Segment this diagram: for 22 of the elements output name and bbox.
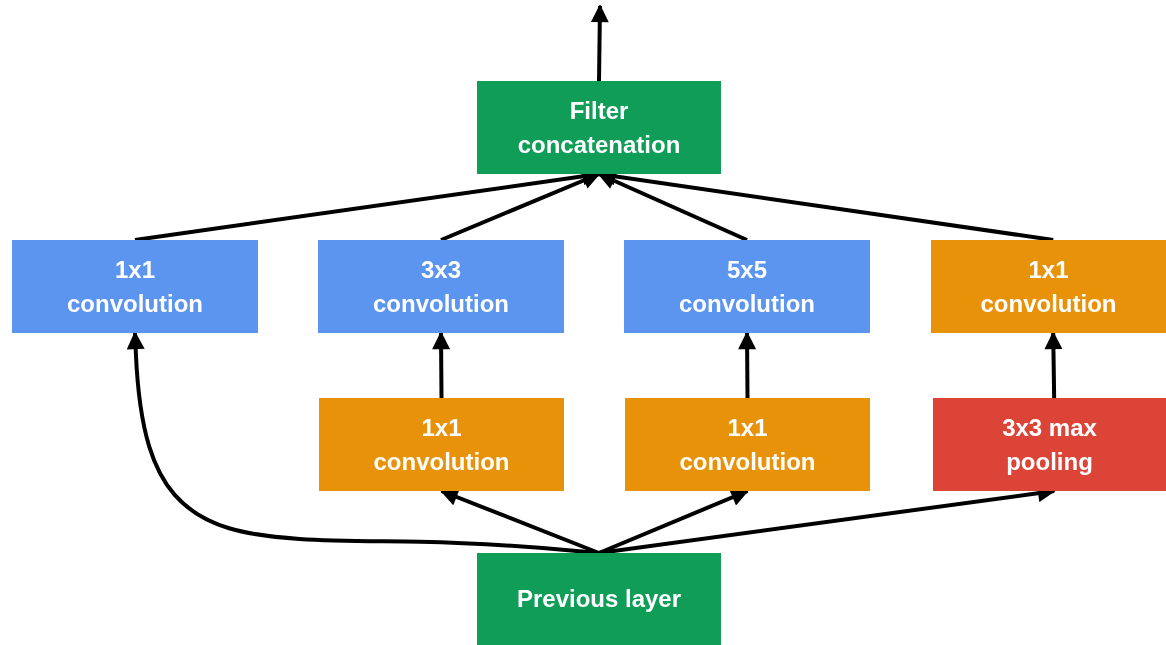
- layer-box: [318, 240, 564, 333]
- layer-box: [477, 81, 721, 174]
- layer-label: Previous layer: [516, 584, 682, 615]
- layer-box: [933, 398, 1166, 491]
- layer-label: 1x1 convolution: [372, 412, 511, 477]
- layer-label: Filter concatenation: [516, 95, 682, 160]
- arrow: [1044, 331, 1063, 399]
- arrow: [590, 4, 609, 82]
- layer-label: 3x3 convolution: [372, 254, 510, 319]
- arrow: [738, 331, 757, 398]
- layer-label: 5x5 convolution: [678, 254, 816, 319]
- layer-box: [625, 398, 870, 491]
- layer-label: 1x1 convolution: [678, 412, 817, 477]
- layer-box: [931, 240, 1166, 333]
- layer-box: [477, 553, 721, 645]
- layer-box: [624, 240, 870, 333]
- layer-label: 1x1 convolution: [66, 254, 204, 319]
- layer-box: [12, 240, 258, 333]
- layer-label: 3x3 max pooling: [1001, 412, 1098, 477]
- layer-label: 1x1 convolution: [979, 254, 1118, 319]
- layer-box: [319, 398, 564, 491]
- arrow: [432, 331, 451, 398]
